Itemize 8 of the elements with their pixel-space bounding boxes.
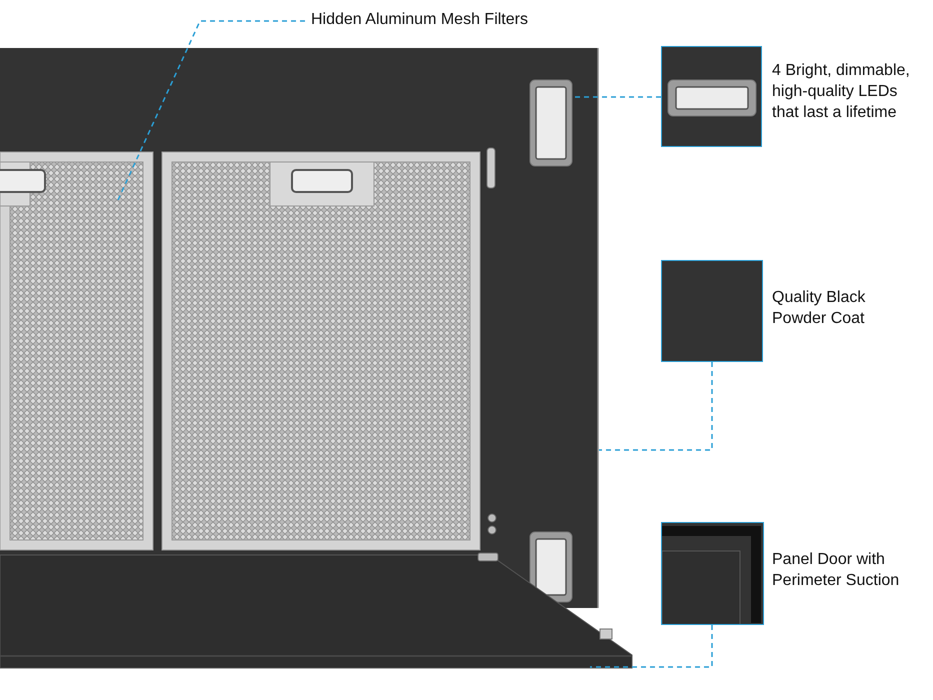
leader-line: [599, 362, 713, 451]
callout-text: Hidden Aluminum Mesh Filters: [311, 10, 529, 30]
leader-line: [572, 96, 661, 98]
leader-line: [117, 20, 305, 200]
callout-text: 4 Bright, dimmable, high-quality LEDs that last a lifetime: [772, 61, 911, 123]
callout-text: Panel Door with Perimeter Suction: [772, 550, 900, 591]
leader-line: [590, 625, 713, 668]
callout-text: Quality Black Powder Coat: [772, 288, 866, 329]
